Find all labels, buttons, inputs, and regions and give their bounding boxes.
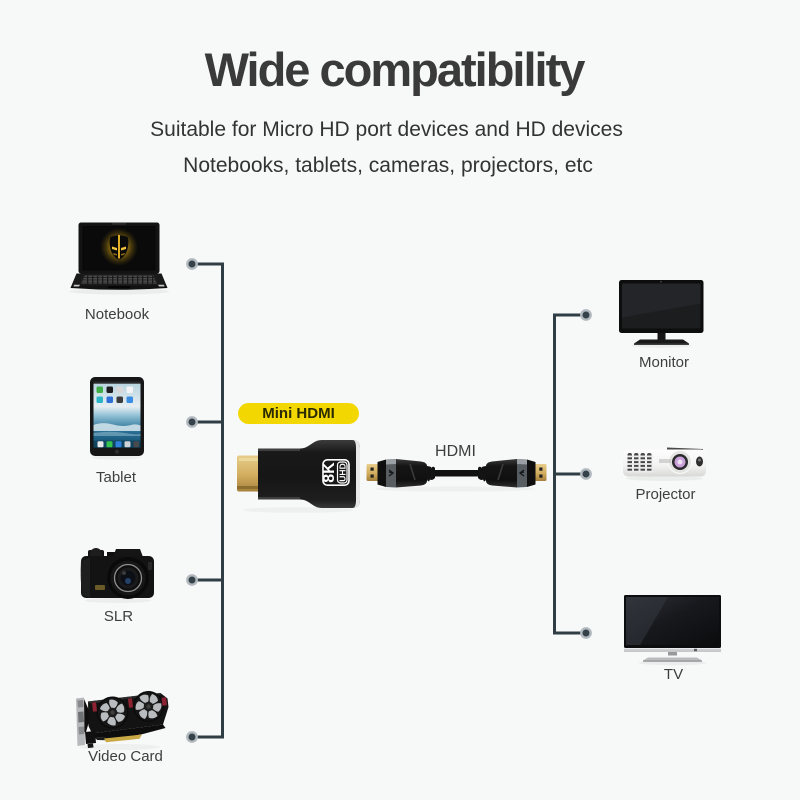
svg-text:UHD: UHD — [337, 463, 347, 481]
svg-text:8K: 8K — [321, 462, 338, 483]
